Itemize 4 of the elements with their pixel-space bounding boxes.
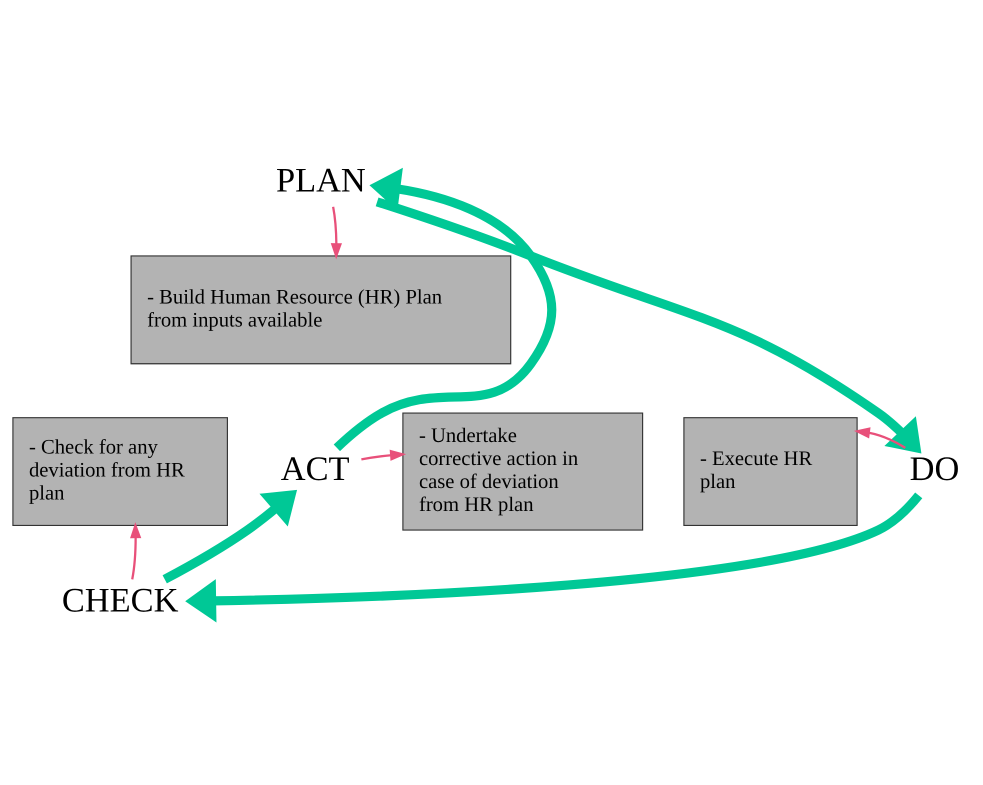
node-text: CHECK	[62, 581, 178, 619]
node-text: DO	[910, 450, 960, 488]
node-text: PLAN	[276, 161, 366, 200]
node-text: ACT	[280, 450, 350, 488]
